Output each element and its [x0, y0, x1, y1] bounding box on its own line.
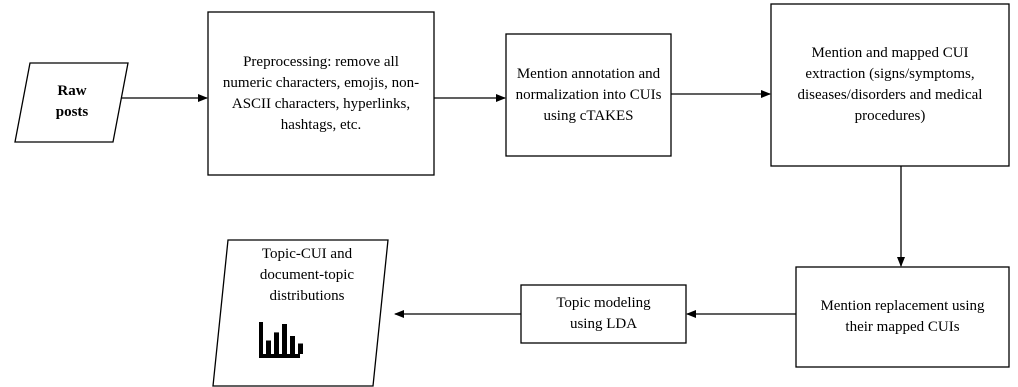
distributions-label: Topic-CUI and document-topic distributio…	[259, 246, 355, 304]
mention-annotation-box	[505, 33, 672, 157]
mention-replacement-label: Mention replacement using their mapped C…	[820, 298, 985, 335]
bar-chart-icon-bar	[298, 343, 303, 354]
bar-chart-icon-bar	[266, 340, 271, 354]
bar-chart-icon-bar	[290, 336, 295, 354]
bar-chart-icon	[259, 322, 303, 358]
distributions-shape	[212, 239, 389, 387]
raw-posts-label-line2: posts	[55, 104, 89, 120]
mention-replacement-box	[795, 266, 1010, 368]
preprocessing-box	[207, 11, 435, 176]
bar-chart-icon-bar	[274, 332, 279, 354]
raw-posts-shape	[14, 62, 129, 143]
topic-modeling-label: Topic modeling using LDA	[556, 295, 651, 332]
mention-annotation-label: Mention annotation and normalization int…	[515, 65, 662, 124]
raw-posts-label: Raw posts	[22, 74, 122, 130]
bar-chart-icon-bar	[282, 324, 287, 354]
cui-extraction-box	[770, 3, 1010, 167]
raw-posts-label-line1: Raw	[57, 83, 87, 99]
preprocessing-label: Preprocessing: remove all numeric charac…	[222, 53, 420, 133]
cui-extraction-label: Mention and mapped CUI extraction (signs…	[797, 45, 983, 124]
